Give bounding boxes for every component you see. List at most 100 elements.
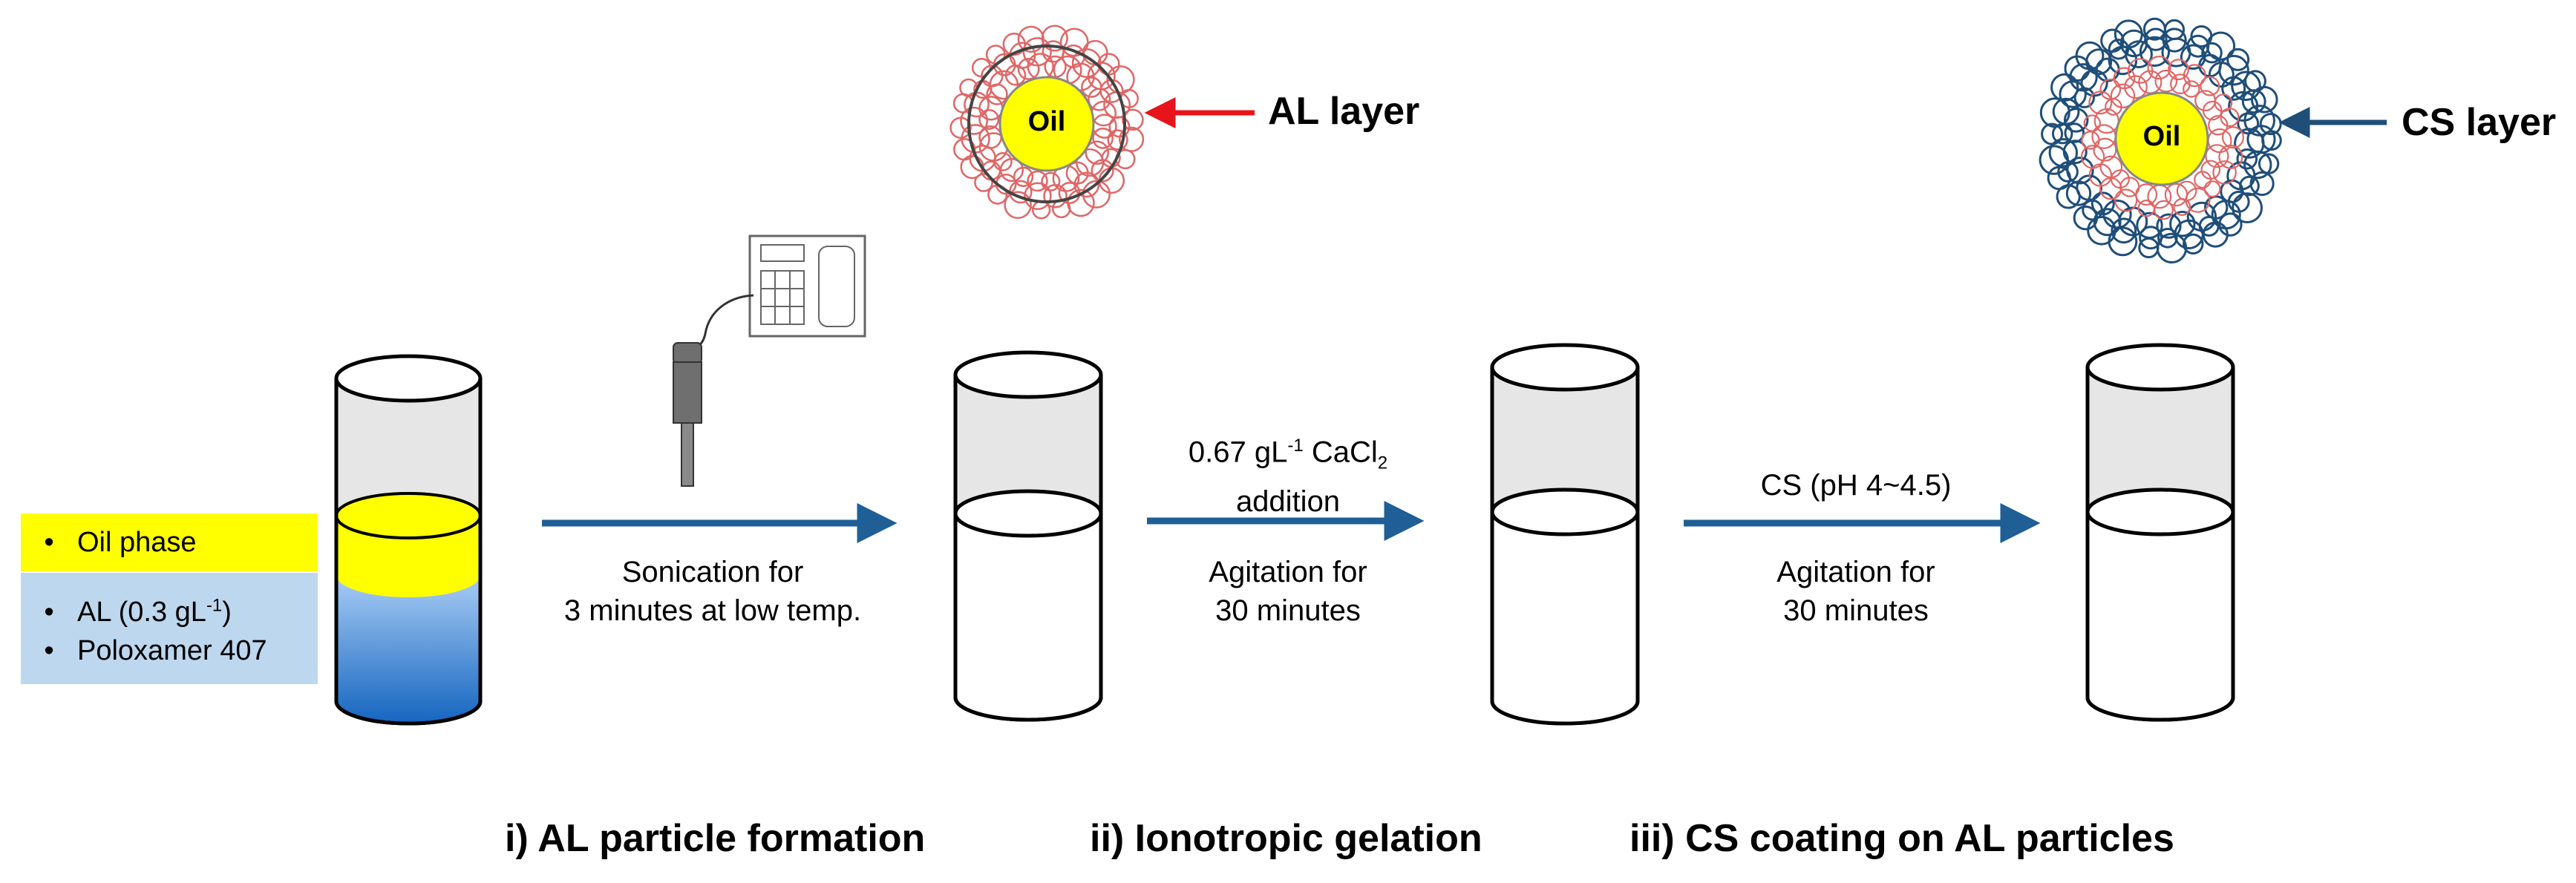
polymer-strand-loop: [2050, 73, 2079, 102]
polymer-strand-loop: [949, 116, 972, 139]
polymer-strand-loop: [993, 152, 1013, 171]
al-layer-label: AL layer: [1268, 90, 1420, 133]
polymer-strand-loop: [2173, 198, 2191, 217]
polymer-strand-loop: [2222, 126, 2245, 149]
polymer-strand-loop: [2163, 19, 2186, 41]
polymer-strand-loop: [2100, 28, 2125, 53]
polymer-strand-loop: [2147, 55, 2171, 80]
polymer-strand-loop: [2154, 69, 2178, 93]
agitation-text-2: Agitation for 30 minutes: [1776, 556, 1935, 627]
polymer-strand-loop: [2218, 212, 2243, 237]
polymer-strand-loop: [2218, 144, 2243, 169]
polymer-strand-loop: [2232, 192, 2263, 224]
polymer-strand-loop: [2091, 124, 2116, 149]
cacl2-addition-text: 0.67 gL-1 CaCl2 addition: [1188, 436, 1388, 519]
polymer-strand-loop: [1027, 170, 1048, 192]
polymer-strand-loop: [1081, 76, 1102, 98]
polymer-strand-loop: [1041, 24, 1068, 52]
polymer-strand-loop: [2065, 180, 2092, 206]
polymer-strand-loop: [2048, 138, 2079, 168]
polymer-strand-loop: [2183, 80, 2200, 98]
bullet-icon: •: [44, 527, 54, 558]
polymer-strand-loop: [2221, 76, 2246, 101]
polymer-strand-loop: [2144, 27, 2168, 51]
poloxamer-label: Poloxamer 407: [77, 635, 267, 667]
polymer-strand-loop: [2075, 41, 2105, 70]
beaker-after-gelation: [1490, 343, 1640, 726]
polymer-strand-loop: [2168, 59, 2189, 81]
polymer-strand-loop: [2200, 76, 2220, 96]
polymer-strand-loop: [2239, 175, 2260, 197]
polymer-strand-loop: [2073, 206, 2099, 231]
polymer-strand-loop: [2243, 105, 2275, 137]
polymer-strand-loop: [2114, 19, 2143, 49]
polymer-strand-loop: [2162, 27, 2187, 53]
polymer-strand-loop: [1002, 32, 1026, 56]
al-particle-icon: [949, 24, 1145, 220]
polymer-strand-loop: [1107, 129, 1128, 151]
polymer-strand-loop: [2249, 171, 2275, 197]
al-concentration-label: AL (0.3 gL-1): [77, 595, 232, 628]
cs-particle-icon: [2039, 17, 2282, 264]
polymer-strand-loop: [1085, 140, 1109, 165]
polymer-strand-loop: [971, 58, 992, 78]
polymer-strand-loop: [2183, 64, 2206, 88]
polymer-strand-loop: [2202, 221, 2229, 248]
polymer-strand-loop: [2108, 39, 2130, 60]
polymer-strand-loop: [1106, 65, 1135, 94]
polymer-strand-loop: [2226, 47, 2250, 71]
cs-layer-label: CS layer: [2402, 101, 2557, 144]
polymer-strand-loop: [2114, 188, 2138, 212]
beaker-after-cs-coating: [2085, 343, 2235, 722]
polymer-strand-loop: [2212, 160, 2237, 185]
polymer-strand-loop: [2169, 211, 2196, 237]
cs-core-label: Oil: [2142, 121, 2181, 152]
polymer-strand-loop: [2052, 97, 2080, 125]
aqueous-phase: [336, 575, 480, 723]
polymer-strand-loop: [2137, 200, 2155, 217]
sonicator-icon: [673, 234, 866, 487]
polymer-strand-loop: [1091, 159, 1114, 183]
cs-oil-core: [2114, 91, 2209, 186]
polymer-strand-loop: [2111, 217, 2137, 244]
polymer-strand-loop: [2041, 122, 2064, 145]
polymer-strand-loop: [2205, 144, 2229, 168]
polymer-strand-loop: [1092, 128, 1114, 149]
polymer-strand-loop: [978, 96, 1004, 121]
polymer-strand-loop: [2099, 78, 2122, 100]
polymer-strand-loop: [2170, 73, 2191, 94]
beaker-initial: [334, 354, 483, 726]
polymer-strand-loop: [2156, 213, 2182, 239]
beaker-after-sonication: [953, 350, 1103, 722]
polymer-strand-loop: [2183, 233, 2204, 255]
polymer-strand-loop: [2063, 108, 2089, 133]
stage-title-1: i) AL particle formation: [505, 817, 926, 860]
aqueous-phase-box: •AL (0.3 gL-1) •Poloxamer 407: [21, 573, 318, 684]
polymer-strand-loop: [1041, 171, 1061, 191]
bullet-icon: •: [44, 597, 54, 628]
polymer-strand-loop: [1031, 200, 1051, 220]
polymer-strand-loop: [1022, 37, 1052, 67]
polymer-strand-loop: [974, 173, 993, 192]
polymer-strand-loop: [960, 106, 989, 135]
stage-title-2: ii) Ionotropic gelation: [1090, 817, 1482, 860]
polymer-strand-loop: [2147, 184, 2172, 209]
polymer-strand-loop: [2218, 54, 2249, 86]
al-oil-core: [998, 76, 1095, 172]
polymer-strand-loop: [2261, 130, 2282, 151]
polymer-strand-loop: [2127, 58, 2154, 84]
polymer-strand-loop: [1004, 191, 1032, 220]
polymer-strand-loop: [2220, 108, 2240, 128]
polymer-strand-loop: [2201, 42, 2223, 64]
polymer-strand-loop: [1043, 184, 1068, 209]
polymer-strand-loop: [2110, 83, 2136, 109]
polymer-strand-loop: [2203, 180, 2221, 198]
polymer-strand-loop: [2080, 145, 2105, 169]
polymer-strand-loop: [2039, 97, 2070, 128]
polymer-strand-loop: [1017, 25, 1045, 53]
polymer-strand-loop: [978, 109, 1000, 130]
polymer-strand-loop: [2047, 165, 2072, 191]
polymer-strand-loop: [2139, 36, 2171, 68]
polymer-strand-loop: [2251, 85, 2278, 114]
